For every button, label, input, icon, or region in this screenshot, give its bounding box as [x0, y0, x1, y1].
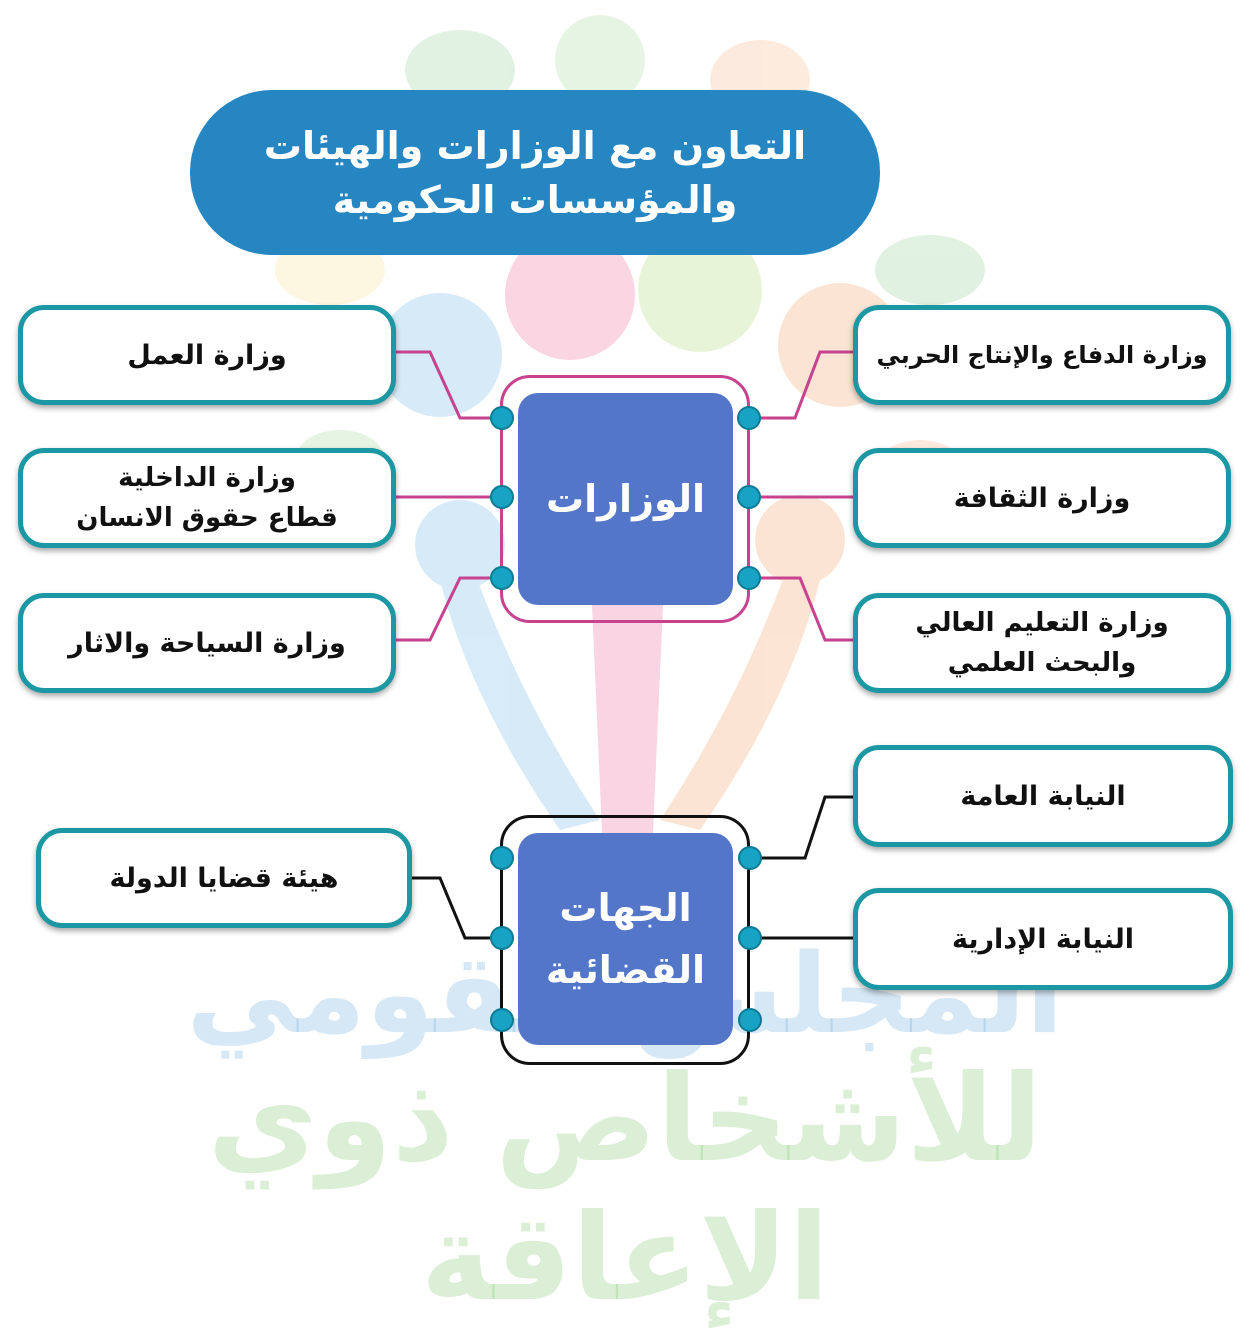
- ministries-hub: الوزارات: [518, 393, 733, 605]
- leaf-shape: [555, 15, 645, 105]
- box-label: وزارة السياحة والاثار: [68, 627, 346, 659]
- box-label: وزارة التعليم العالي: [915, 608, 1169, 638]
- box-label: وزارة الثقافة: [953, 482, 1131, 514]
- connector-dot: [490, 406, 514, 430]
- judicial-hub: الجهات القضائية: [518, 833, 733, 1045]
- watermark-line-2: للأشخاص ذوي الإعاقة: [207, 1050, 1043, 1328]
- connector-lines: [395, 350, 855, 940]
- figure-arm: [440, 560, 600, 830]
- judicial-hub-line-2: القضائية: [545, 948, 706, 992]
- box-label: النيابة العامة: [960, 780, 1126, 812]
- figure-arm: [660, 560, 820, 830]
- header-line-1: التعاون مع الوزارات والهيئات: [263, 123, 807, 168]
- box-administrative-prosecution: النيابة الإدارية: [853, 888, 1233, 990]
- box-label: وزارة الدفاع والإنتاج الحربي: [876, 341, 1208, 369]
- connector-dot: [737, 406, 761, 430]
- connector-dot: [490, 485, 514, 509]
- figure-head: [415, 500, 505, 590]
- connector-line: [395, 576, 502, 642]
- ear-icon: [505, 230, 635, 360]
- box-public-prosecution: النيابة العامة: [853, 745, 1233, 847]
- judicial-hub-line-1: الجهات: [559, 886, 692, 930]
- connector-dot: [490, 566, 514, 590]
- connector-dot: [738, 926, 762, 950]
- connector-dot: [490, 846, 514, 870]
- box-label: والبحث العلمي: [947, 648, 1137, 678]
- connector-dot: [738, 846, 762, 870]
- ministries-hub-label: الوزارات: [545, 477, 706, 521]
- connector-dot: [737, 566, 761, 590]
- head-icon: [378, 293, 502, 417]
- leaf-shape: [875, 235, 985, 305]
- box-ministry-tourism: وزارة السياحة والاثار: [18, 593, 396, 693]
- header-line-2: والمؤسسات الحكومية: [332, 177, 738, 222]
- box-label: النيابة الإدارية: [952, 923, 1135, 955]
- box-label: هيئة قضايا الدولة: [109, 862, 339, 894]
- box-label: قطاع حقوق الانسان: [76, 503, 338, 533]
- connector-line: [748, 576, 855, 642]
- box-ministry-defense: وزارة الدفاع والإنتاج الحربي: [853, 305, 1231, 405]
- connector-line: [395, 350, 502, 420]
- connector-dot: [490, 1008, 514, 1032]
- connector-dot: [738, 1008, 762, 1032]
- connector-line: [750, 795, 855, 860]
- figure-head: [755, 495, 845, 585]
- connector-line: [748, 350, 855, 420]
- box-ministry-culture: وزارة الثقافة: [853, 448, 1231, 548]
- wheelchair-icon: [638, 228, 762, 352]
- connector-dot: [737, 485, 761, 509]
- box-ministry-higher-education: وزارة التعليم العالي والبحث العلمي: [853, 593, 1231, 693]
- header-title: التعاون مع الوزارات والهيئات والمؤسسات ا…: [190, 90, 880, 255]
- box-state-lawsuits-authority: هيئة قضايا الدولة: [36, 828, 412, 928]
- box-ministry-interior: وزارة الداخلية قطاع حقوق الانسان: [18, 448, 396, 548]
- box-label: وزارة الداخلية: [118, 463, 296, 493]
- box-label: وزارة العمل: [127, 339, 287, 371]
- box-ministry-labor: وزارة العمل: [18, 305, 396, 405]
- connector-line: [410, 876, 502, 940]
- connector-dot: [490, 926, 514, 950]
